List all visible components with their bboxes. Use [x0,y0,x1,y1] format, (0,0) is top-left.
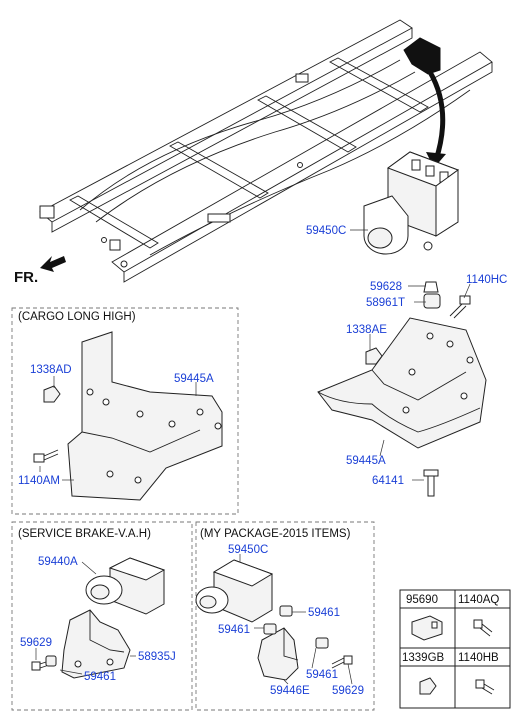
label-59450c-my[interactable]: 59450C [228,544,268,556]
label-1338ad[interactable]: 1338AD [30,364,72,376]
nut-1338ad [43,385,61,403]
screw-59629-my [331,655,353,669]
legend-code-95690: 95690 [406,594,438,606]
bolt-icon-1140aq [473,619,493,637]
front-arrow-icon [40,256,66,272]
abs-unit-main [363,151,460,255]
label-59445a-main[interactable]: 59445A [346,455,386,467]
bracket-59445a-main [317,317,487,449]
pointer-arrow [427,70,446,161]
label-59461-b[interactable]: 59461 [218,624,250,636]
bushing-59461-sb [45,655,57,667]
bolt-1140am [33,449,59,463]
section-title-cargo: (CARGO LONG HIGH) [18,311,136,323]
bracket-59445a-cargo [67,331,223,501]
label-59445a-cargo[interactable]: 59445A [174,373,214,385]
label-1140hc[interactable]: 1140HC [466,274,507,286]
panel-cargo-long-high [11,307,239,515]
panel-service-brake [11,521,193,711]
label-59629-sb[interactable]: 59629 [20,637,52,649]
nut-59628 [423,281,439,293]
connector-icon [411,615,443,641]
panel-my-package [195,521,375,711]
bracket-59446e [257,627,299,681]
label-59629-my[interactable]: 59629 [332,685,364,697]
label-58935j[interactable]: 58935J [138,651,176,663]
label-59446e[interactable]: 59446E [270,685,310,697]
legend-code-1140aq: 1140AQ [458,594,499,606]
legend-code-1140hb: 1140HB [458,652,499,664]
abs-mount-location [403,37,441,75]
abs-unit-service-brake [85,557,166,615]
bushing-59461-c [315,637,329,649]
bolt-64141 [423,469,439,497]
bushing-59461-a [279,605,293,617]
nut-icon [419,677,437,695]
abs-unit-my-package [195,559,274,623]
label-1338ae[interactable]: 1338AE [346,324,387,336]
bracket-58935j [61,609,131,679]
bolt-1140hc [449,295,471,319]
label-59440a[interactable]: 59440A [38,556,78,568]
bushing-59461-b [263,623,277,635]
label-59461-a[interactable]: 59461 [308,607,340,619]
label-59628[interactable]: 59628 [370,281,402,293]
label-64141[interactable]: 64141 [372,475,404,487]
legend-table: 95690 1140AQ 1339GB 1140HB [399,589,511,709]
label-59461-sb[interactable]: 59461 [84,671,116,683]
label-59461-c[interactable]: 59461 [306,669,338,681]
front-orientation-label: FR. [14,269,38,286]
section-title-service-brake: (SERVICE BRAKE-V.A.H) [18,528,151,540]
section-title-my-package: (MY PACKAGE-2015 ITEMS) [200,528,351,540]
legend-code-1339gb: 1339GB [402,652,445,664]
bushing-58961t [423,293,441,309]
label-58961t[interactable]: 58961T [366,297,405,309]
vehicle-frame [39,19,493,283]
label-59450c-main[interactable]: 59450C [306,225,346,237]
bolt-icon-1140hb [475,679,495,695]
label-1140am[interactable]: 1140AM [18,475,60,487]
